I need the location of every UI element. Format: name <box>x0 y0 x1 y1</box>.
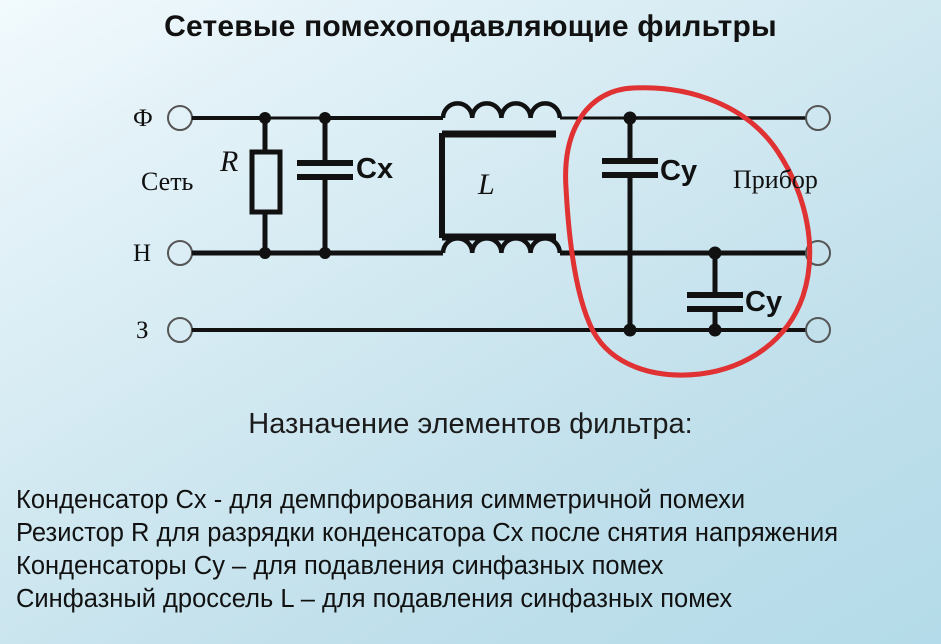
junction-dot <box>708 246 722 260</box>
neutral-rail <box>167 240 831 266</box>
terminal-ground-left <box>167 317 193 343</box>
terminal-neutral-left <box>167 240 193 266</box>
note-line: Конденсаторы Cy – для подавления синфазн… <box>16 552 664 580</box>
terminal-neutral-right <box>805 240 831 266</box>
junction-dot <box>623 323 637 337</box>
notes-list: Конденсатор Cx - для демпфирования симме… <box>16 484 936 616</box>
terminal-ground-right <box>805 317 831 343</box>
junction-dot <box>259 112 271 124</box>
note-line: Конденсатор Cx - для демпфирования симме… <box>16 486 746 514</box>
inductor-label: L <box>478 168 495 201</box>
junction-dot <box>319 247 331 259</box>
note-line: Резистор R для разрядки конденсатора Cx … <box>16 519 839 547</box>
junction-dot <box>623 111 637 125</box>
page-title: Сетевые помехоподавляющие фильтры <box>164 10 777 43</box>
resistor-symbol <box>249 112 283 259</box>
terminal-phase-right <box>805 105 831 131</box>
note-line: Синфазный дроссель L – для подавления си… <box>16 585 733 613</box>
junction-dot <box>708 323 722 337</box>
terminal-label-ground: З <box>136 317 149 344</box>
capacitor-cx-symbol <box>297 112 353 259</box>
ground-rail <box>167 317 831 343</box>
common-mode-choke-symbol <box>439 101 563 254</box>
capacitor-cy1-label: Cy <box>660 155 698 187</box>
terminal-phase-left <box>167 105 193 131</box>
device-side-label: Прибор <box>733 165 818 194</box>
section-heading: Назначение элементов фильтра: <box>248 408 693 440</box>
capacitor-cy2-symbol <box>687 246 743 337</box>
terminal-label-neutral: Н <box>133 240 152 267</box>
terminal-label-phase: Ф <box>133 105 153 132</box>
capacitor-cy1-symbol <box>602 111 658 337</box>
capacitor-cx-label: Cx <box>356 153 394 185</box>
junction-dot <box>259 247 271 259</box>
phase-rail <box>167 105 831 131</box>
capacitor-cy2-label: Cy <box>745 286 783 318</box>
junction-dot <box>319 112 331 124</box>
resistor-label: R <box>220 145 239 178</box>
red-oval-annotation <box>563 85 813 378</box>
mains-side-label: Сеть <box>141 167 194 196</box>
